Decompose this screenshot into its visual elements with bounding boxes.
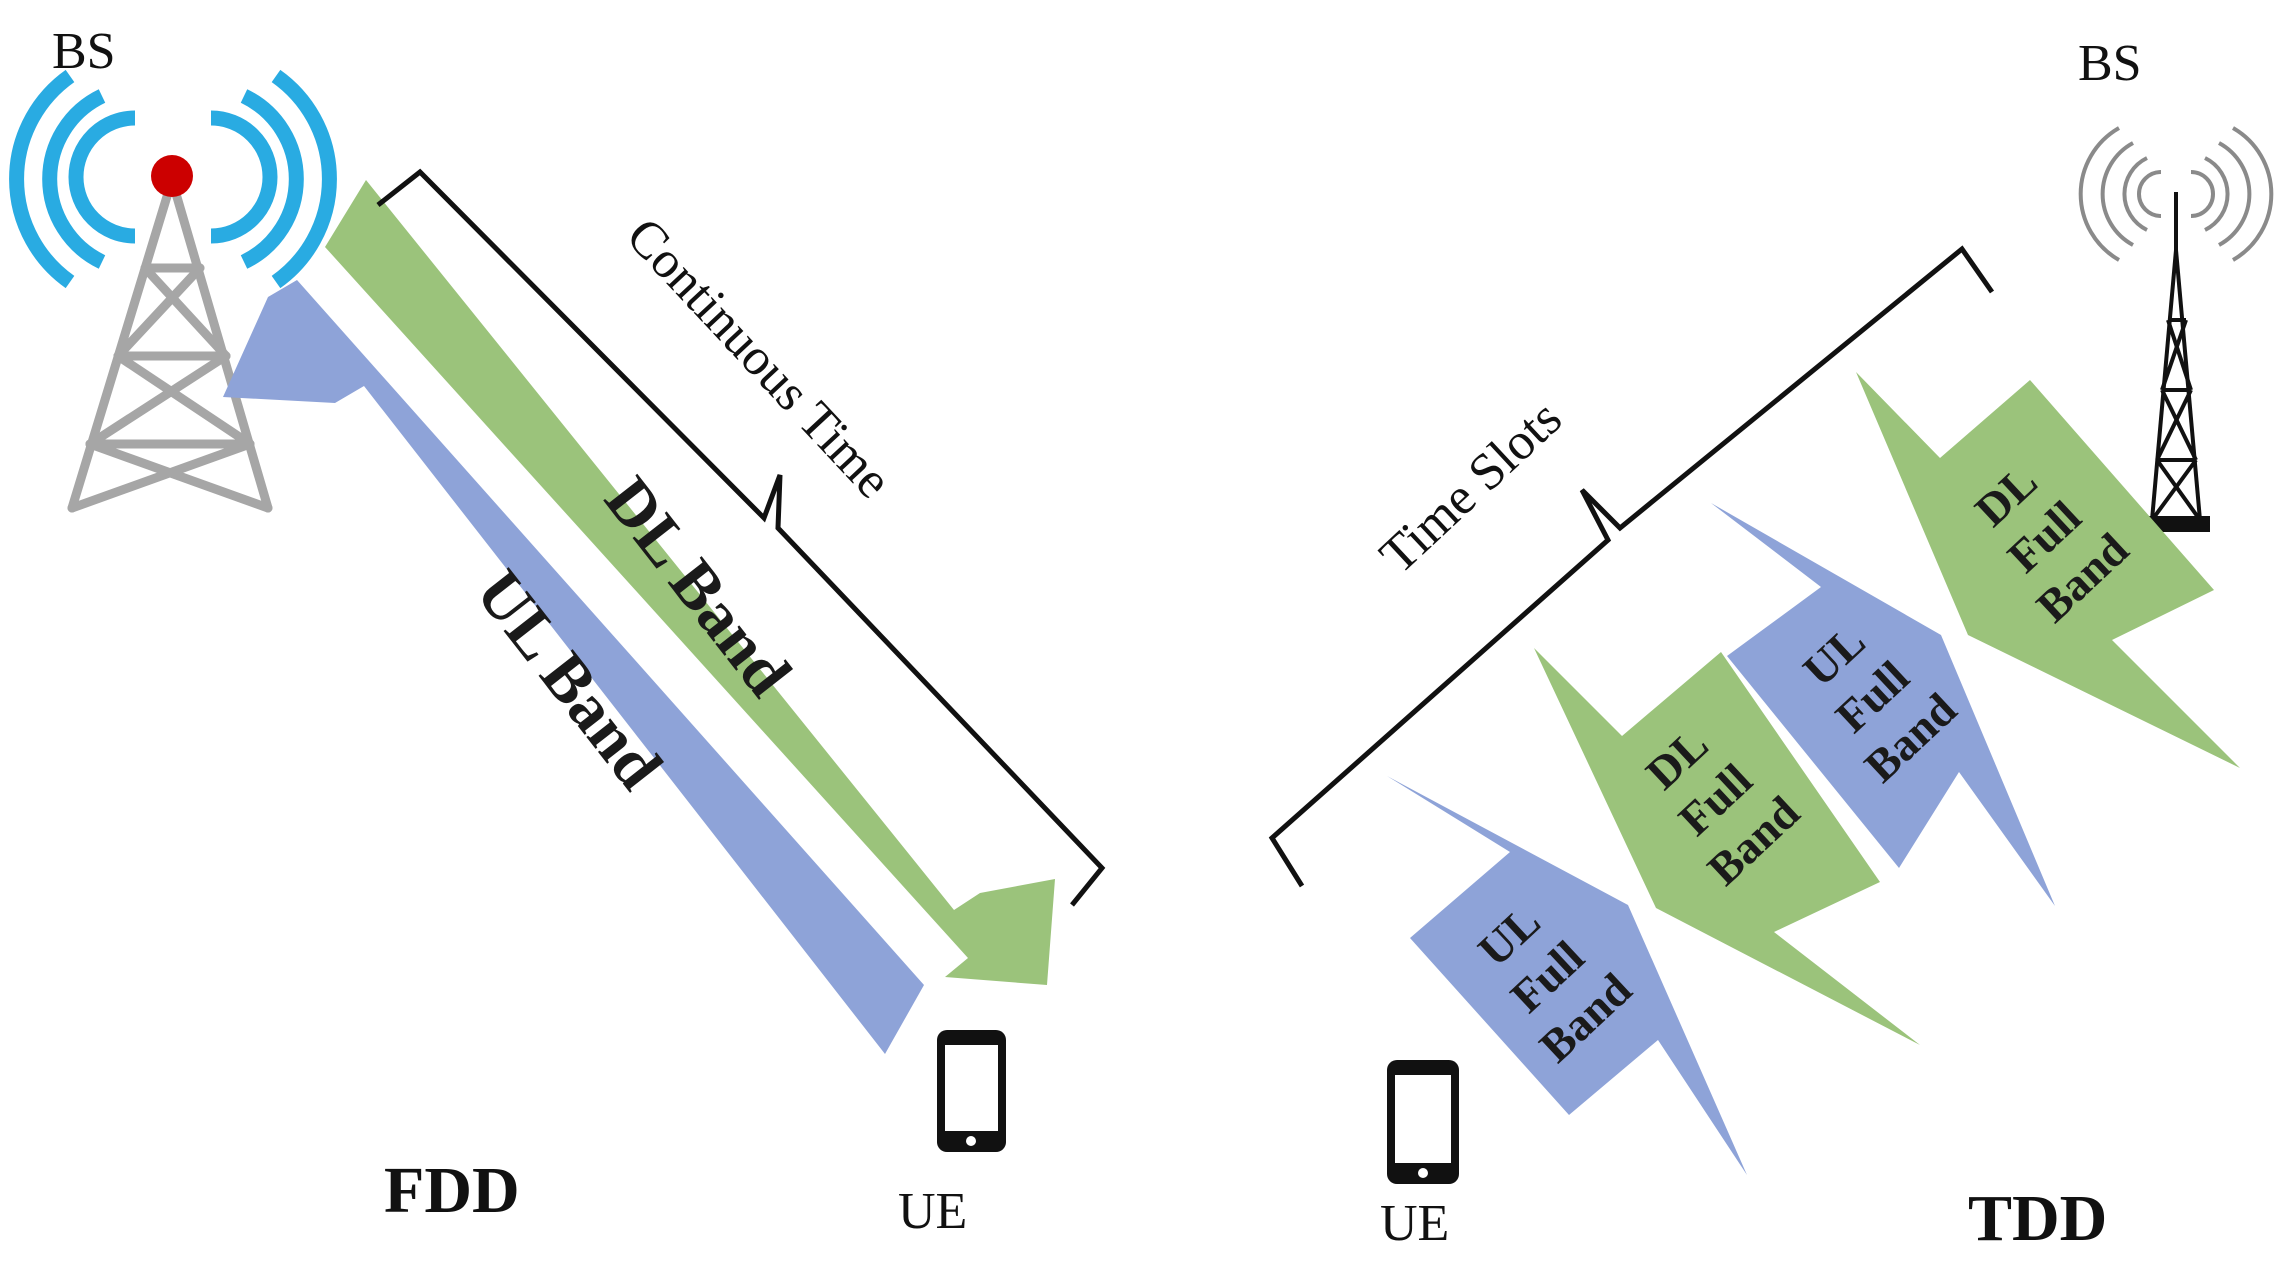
fdd-bs-tower-icon — [67, 175, 273, 513]
tdd-section: BS Time Slots UL Full Band DL Full Band … — [1268, 35, 2274, 1255]
tdd-ue-label: UE — [1380, 1195, 1449, 1252]
fdd-antenna-tip-icon — [151, 155, 193, 197]
tdd-bs-label: BS — [2078, 35, 2142, 92]
fdd-ul-band-arrow — [223, 280, 924, 1054]
tdd-bs-tower-icon — [2150, 192, 2202, 522]
fdd-bs-label: BS — [52, 23, 116, 80]
fdd-ue-phone-icon — [937, 1030, 1006, 1152]
fdd-signal-waves-icon — [9, 69, 337, 289]
tdd-ue-phone-icon — [1387, 1060, 1459, 1184]
tdd-time-slots-bracket — [1268, 245, 1995, 888]
fdd-ue-label: UE — [898, 1183, 967, 1240]
fdd-mode-label: FDD — [384, 1154, 520, 1227]
tdd-signal-waves-icon — [2078, 126, 2274, 262]
tdd-slot-3-ul-arrow — [1711, 503, 2055, 906]
tdd-slot-1-ul-arrow — [1387, 776, 1747, 1175]
fdd-dl-band-arrow — [325, 180, 1055, 985]
tdd-time-slots-label: Time Slots — [1369, 390, 1572, 585]
fdd-section: BS UL Band DL Band Continuous Time UE FD… — [9, 23, 1106, 1240]
tdd-mode-label: TDD — [1968, 1182, 2107, 1255]
fdd-continuous-time-bracket — [376, 168, 1106, 907]
tdd-slot-4-dl-arrow — [1856, 372, 2240, 768]
fdd-continuous-time-label: Continuous Time — [615, 207, 902, 509]
tdd-slot-2-dl-arrow — [1534, 648, 1920, 1045]
